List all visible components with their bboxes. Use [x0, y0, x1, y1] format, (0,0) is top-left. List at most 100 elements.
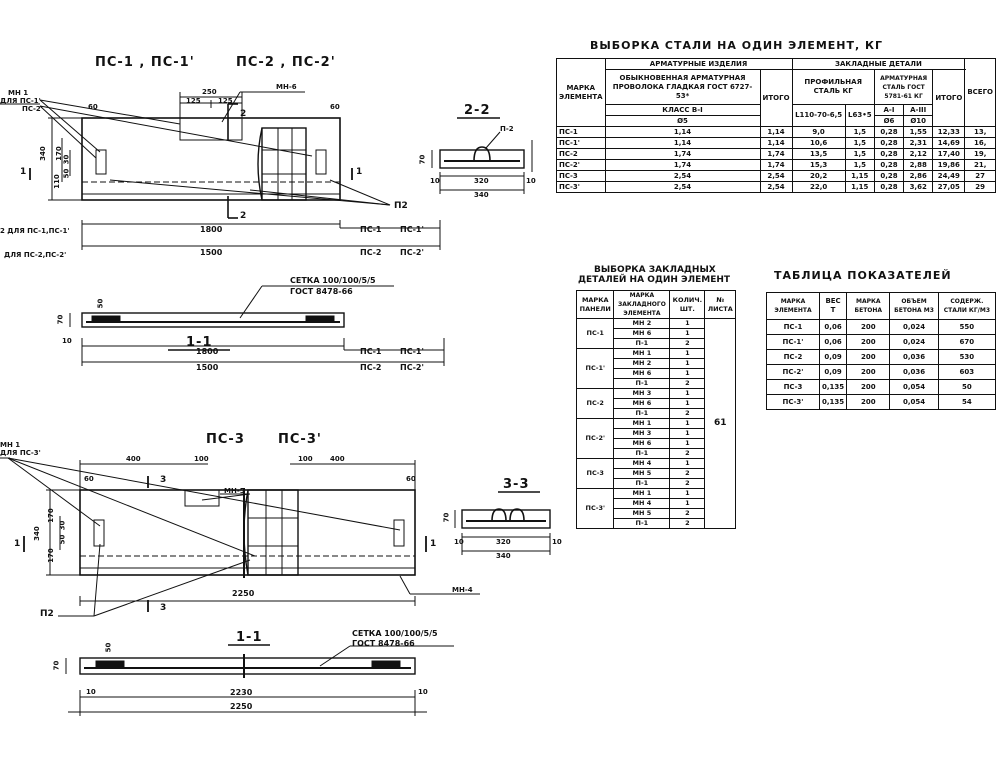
- emb-cell-element: МН 3: [613, 428, 671, 439]
- lbl-pc1-11a: ПС-1: [360, 347, 382, 356]
- emb-cell-qty: 1: [669, 488, 706, 499]
- dim-10b: 10: [526, 177, 536, 185]
- emb-cell-qty: 2: [669, 448, 706, 459]
- dim-400a: 400: [126, 455, 141, 463]
- dim-60a: 60: [88, 103, 98, 111]
- steel-cell-total: 14,69: [932, 137, 966, 149]
- section-1-1b-gost: ГОСТ 8478-66: [352, 639, 415, 648]
- section-mark-2-top: 2: [240, 109, 247, 119]
- ind-cell-grade: 200: [846, 379, 891, 395]
- steel-h-itogo2: ИТОГО: [932, 69, 966, 127]
- label-p2: П2: [394, 201, 408, 211]
- steel-cell-mark: ПС-2': [556, 159, 606, 171]
- emb-cell-qty: 1: [669, 498, 706, 509]
- dim-50-11a: 50: [96, 298, 105, 309]
- dim-100b: 100: [298, 455, 313, 463]
- label-mn1-b: МН 1: [0, 441, 21, 449]
- emb-cell-qty: 2: [669, 478, 706, 489]
- ind-cell-weight: 0,135: [818, 379, 848, 395]
- steel-h-prof: ПРОФИЛЬНАЯ СТАЛЬ КГ: [791, 69, 875, 105]
- dim-340-33: 340: [496, 552, 511, 560]
- steel-h-all: ВСЕГО: [964, 58, 996, 127]
- steel-cell-total: 12,33: [932, 126, 966, 138]
- lbl-pc2-11a: ПС-2: [360, 363, 382, 372]
- ind-cell-weight: 0,09: [818, 349, 848, 365]
- emb-h-qty: КОЛИЧ. ШТ.: [669, 290, 706, 319]
- dim-2250-11b: 2250: [230, 702, 253, 711]
- dim-10b-33: 10: [552, 538, 562, 546]
- steel-cell-angle-1: 9,0: [791, 126, 846, 138]
- title-pc2: ПС-2 , ПС-2': [236, 55, 336, 70]
- steel-cell-wire-total: 1,14: [759, 126, 793, 138]
- steel-cell-wire: 1,14: [604, 126, 761, 138]
- label-p-2: П-2: [500, 125, 514, 133]
- emb-cell-element: МН 5: [613, 468, 671, 479]
- emb-cell-element: МН 3: [613, 388, 671, 399]
- label-mn1-for2: ПС-2': [22, 105, 43, 113]
- ind-cell-steel: 603: [937, 364, 996, 380]
- ind-cell-steel: 670: [937, 334, 996, 350]
- steel-h-class: КЛАСС В-I: [604, 104, 761, 116]
- section-mark-3-bottom: 3: [160, 603, 167, 613]
- dim-30-b: 30: [58, 520, 67, 531]
- lbl-pc1p-11a: ПС-1': [400, 347, 424, 356]
- ind-cell-grade: 200: [846, 334, 891, 350]
- steel-h-l: L110-70-6,5: [791, 104, 846, 127]
- dim-170a-b: 170: [46, 508, 55, 523]
- ind-h-weight: ВЕС Т: [818, 292, 848, 320]
- ind-cell-grade: 200: [846, 319, 891, 335]
- emb-cell-qty: 1: [669, 328, 706, 339]
- steel-cell-angle-2: 1,15: [844, 181, 875, 193]
- dim-320: 320: [474, 177, 489, 185]
- steel-cell-a1: 0,28: [873, 148, 905, 160]
- ind-cell-steel: 54: [937, 394, 996, 410]
- steel-cell-a3: 2,88: [903, 159, 934, 171]
- steel-cell-a3: 2,31: [903, 137, 934, 149]
- steel-h-d5: Ø5: [604, 115, 761, 127]
- steel-h-l63: L63•5: [844, 104, 875, 127]
- label-mn5: МН-5: [224, 487, 245, 495]
- ind-cell-steel: 550: [937, 319, 996, 335]
- section-1-1b-shape: [65, 644, 454, 716]
- steel-cell-wire: 1,14: [604, 137, 761, 149]
- emb-cell-panel: ПС-3: [575, 458, 615, 489]
- emb-cell-panel: ПС-2': [575, 418, 615, 459]
- section-2-2-shape: [431, 117, 533, 194]
- dim-70-11a: 70: [56, 314, 65, 325]
- lbl-pc2: ПС-2: [360, 248, 382, 257]
- emb-cell-element: МН 4: [613, 458, 671, 469]
- embedded-title-2: ДЕТАЛЕЙ НА ОДИН ЭЛЕМЕНТ: [578, 275, 731, 285]
- emb-cell-element: МН 2: [613, 358, 671, 369]
- ind-cell-mark: ПС-3': [766, 394, 820, 410]
- lbl-pc1: ПС-1: [360, 225, 382, 234]
- dim-10a-33: 10: [454, 538, 464, 546]
- section-mark-2-bottom: 2: [240, 211, 247, 221]
- emb-cell-qty: 1: [669, 428, 706, 439]
- steel-h-emb: ЗАКЛАДНЫЕ ДЕТАЛИ: [791, 58, 966, 70]
- title-pc1: ПС-1 , ПС-1': [95, 55, 195, 70]
- ind-cell-mark: ПС-2: [766, 349, 820, 365]
- emb-cell-element: П-1: [613, 478, 671, 489]
- emb-cell-element: МН 6: [613, 368, 671, 379]
- label-mn6: МН-6: [276, 83, 297, 91]
- emb-cell-element: П-1: [613, 518, 671, 529]
- emb-cell-panel: ПС-1': [575, 348, 615, 389]
- emb-cell-element: МН 1: [613, 348, 671, 359]
- plan-pc3: [0, 457, 480, 617]
- dim-10b-11b: 10: [418, 688, 428, 696]
- dim-2250-b: 2250: [232, 589, 255, 598]
- dim-1500-11a: 1500: [196, 363, 219, 372]
- steel-cell-angle-1: 22,0: [791, 181, 846, 193]
- dim-70-33: 70: [442, 512, 451, 523]
- ind-cell-steel: 530: [937, 349, 996, 365]
- steel-cell-angle-1: 13,5: [791, 148, 846, 160]
- emb-cell-qty: 1: [669, 438, 706, 449]
- title-pc3p: ПС-3': [278, 432, 322, 447]
- emb-h-sheet: № ЛИСТА: [704, 290, 736, 319]
- steel-cell-mark: ПС-2: [556, 148, 606, 160]
